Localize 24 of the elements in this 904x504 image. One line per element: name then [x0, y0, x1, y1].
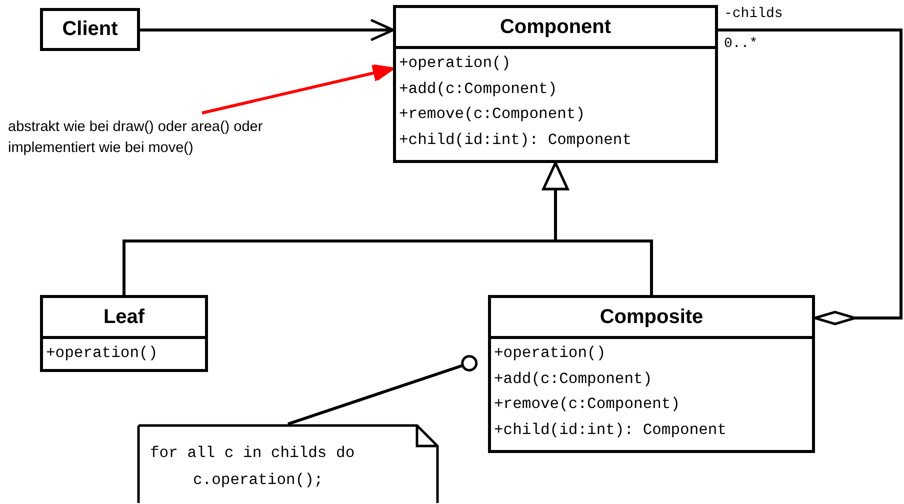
association-line: [288, 354, 478, 426]
class-name: Component: [500, 16, 612, 38]
method-text: +operation(): [494, 343, 606, 364]
method-text: +add(c:Component): [399, 78, 558, 100]
arrow: [542, 162, 653, 295]
class-name: Composite: [600, 306, 704, 328]
method-text: +operation(): [46, 343, 158, 364]
class-box: Client: [40, 8, 140, 51]
association-line: [718, 28, 902, 326]
method-text: +add(c:Component): [494, 368, 652, 390]
class-box: [40, 295, 208, 372]
method-text: +child(id:int): Component: [399, 130, 632, 150]
method-text: +remove(c:Component): [399, 104, 586, 125]
class-name: Leaf: [103, 306, 145, 328]
arrow: [202, 64, 394, 114]
note-shape: [137, 424, 439, 503]
arrow: [140, 18, 394, 42]
class-box: [488, 295, 815, 453]
method-text: +remove(c:Component): [494, 394, 680, 415]
class-box: [393, 5, 718, 163]
annotation-text: abstrakt wie bei draw() oder area() oder implementiert wie bei move(): [8, 117, 276, 163]
note-text: for all c in childs do c.operation();: [149, 443, 356, 491]
method-text: +operation(): [399, 53, 511, 74]
method-text: +child(id:int): Component: [494, 420, 727, 440]
